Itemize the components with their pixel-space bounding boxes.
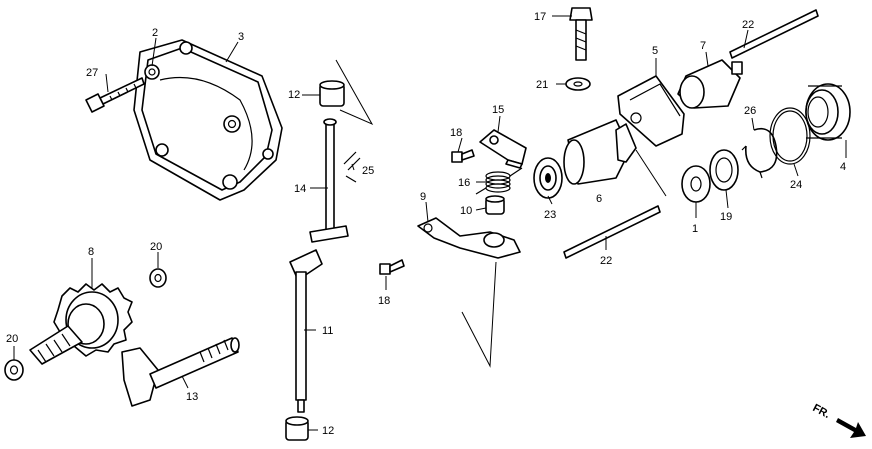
part-shaft-13 [121,337,240,407]
part-bolt-18-upper [451,149,475,163]
part-spring-16 [475,167,523,195]
part-cap-4 [805,83,851,141]
callout-25: 25 [362,165,374,177]
part-collar-10 [485,195,505,215]
callout-23: 23 [544,209,556,221]
callout-21: 21 [536,79,548,91]
callout-12-top: 12 [288,89,300,101]
part-bolt-27 [85,77,145,113]
callout-12-bottom: 12 [322,425,334,437]
callout-7: 7 [700,40,706,52]
part-oring-24 [769,107,811,165]
callout-13: 13 [186,391,198,403]
part-circlip-26 [741,127,778,179]
callout-4: 4 [840,161,846,173]
fr-label: FR. [811,402,832,421]
callout-10: 10 [460,205,472,217]
part-washer-20-left [4,359,24,381]
part-arm-15 [479,129,527,169]
part-arm-9 [417,217,521,259]
part-rod-11 [289,249,323,413]
callout-8: 8 [88,246,94,258]
callout-15: 15 [492,104,504,116]
part-washer-21 [565,77,591,91]
part-pin-22-upper [729,9,819,59]
callout-22-upper: 22 [742,19,754,31]
part-clip-25 [343,151,361,183]
part-collar-12-top [319,80,345,107]
callout-3: 3 [238,31,244,43]
front-direction-marker: FR. [811,402,866,438]
callout-18-lower: 18 [378,295,390,307]
callout-1: 1 [692,223,698,235]
callout-16: 16 [458,177,470,189]
part-bearing-23 [533,157,563,199]
part-shaft-14 [309,118,349,243]
callout-6: 6 [596,193,602,205]
part-gear-8 [29,283,133,365]
callout-20-upper: 20 [150,241,162,253]
callout-5: 5 [652,45,658,57]
callout-2: 2 [152,27,158,39]
part-pin-22-lower [563,205,661,259]
callout-labels: 2 3 27 12 14 25 8 20 20 13 11 12 18 15 1… [6,11,846,437]
callout-11: 11 [322,325,333,337]
callout-26: 26 [744,105,756,117]
part-ring-19 [709,149,739,191]
direction-arrow-icon [836,418,866,438]
callout-27: 27 [86,67,98,79]
part-cover-gasket [133,39,283,201]
part-drum-6 [563,119,637,185]
part-collar-12-bottom [285,416,309,441]
callout-24: 24 [790,179,802,191]
part-washer-1 [681,165,711,203]
callout-19: 19 [720,211,732,223]
leader-lines [13,15,847,431]
callout-17: 17 [534,11,546,23]
callout-22-lower: 22 [600,255,612,267]
part-drum-7 [677,59,743,109]
part-bolt-18-lower [379,259,405,275]
callout-9: 9 [420,191,426,203]
part-washer-20-upper [149,268,167,288]
callout-14: 14 [294,183,306,195]
callout-20-left: 20 [6,333,18,345]
callout-18-upper: 18 [450,127,462,139]
part-bolt-17 [569,7,593,61]
